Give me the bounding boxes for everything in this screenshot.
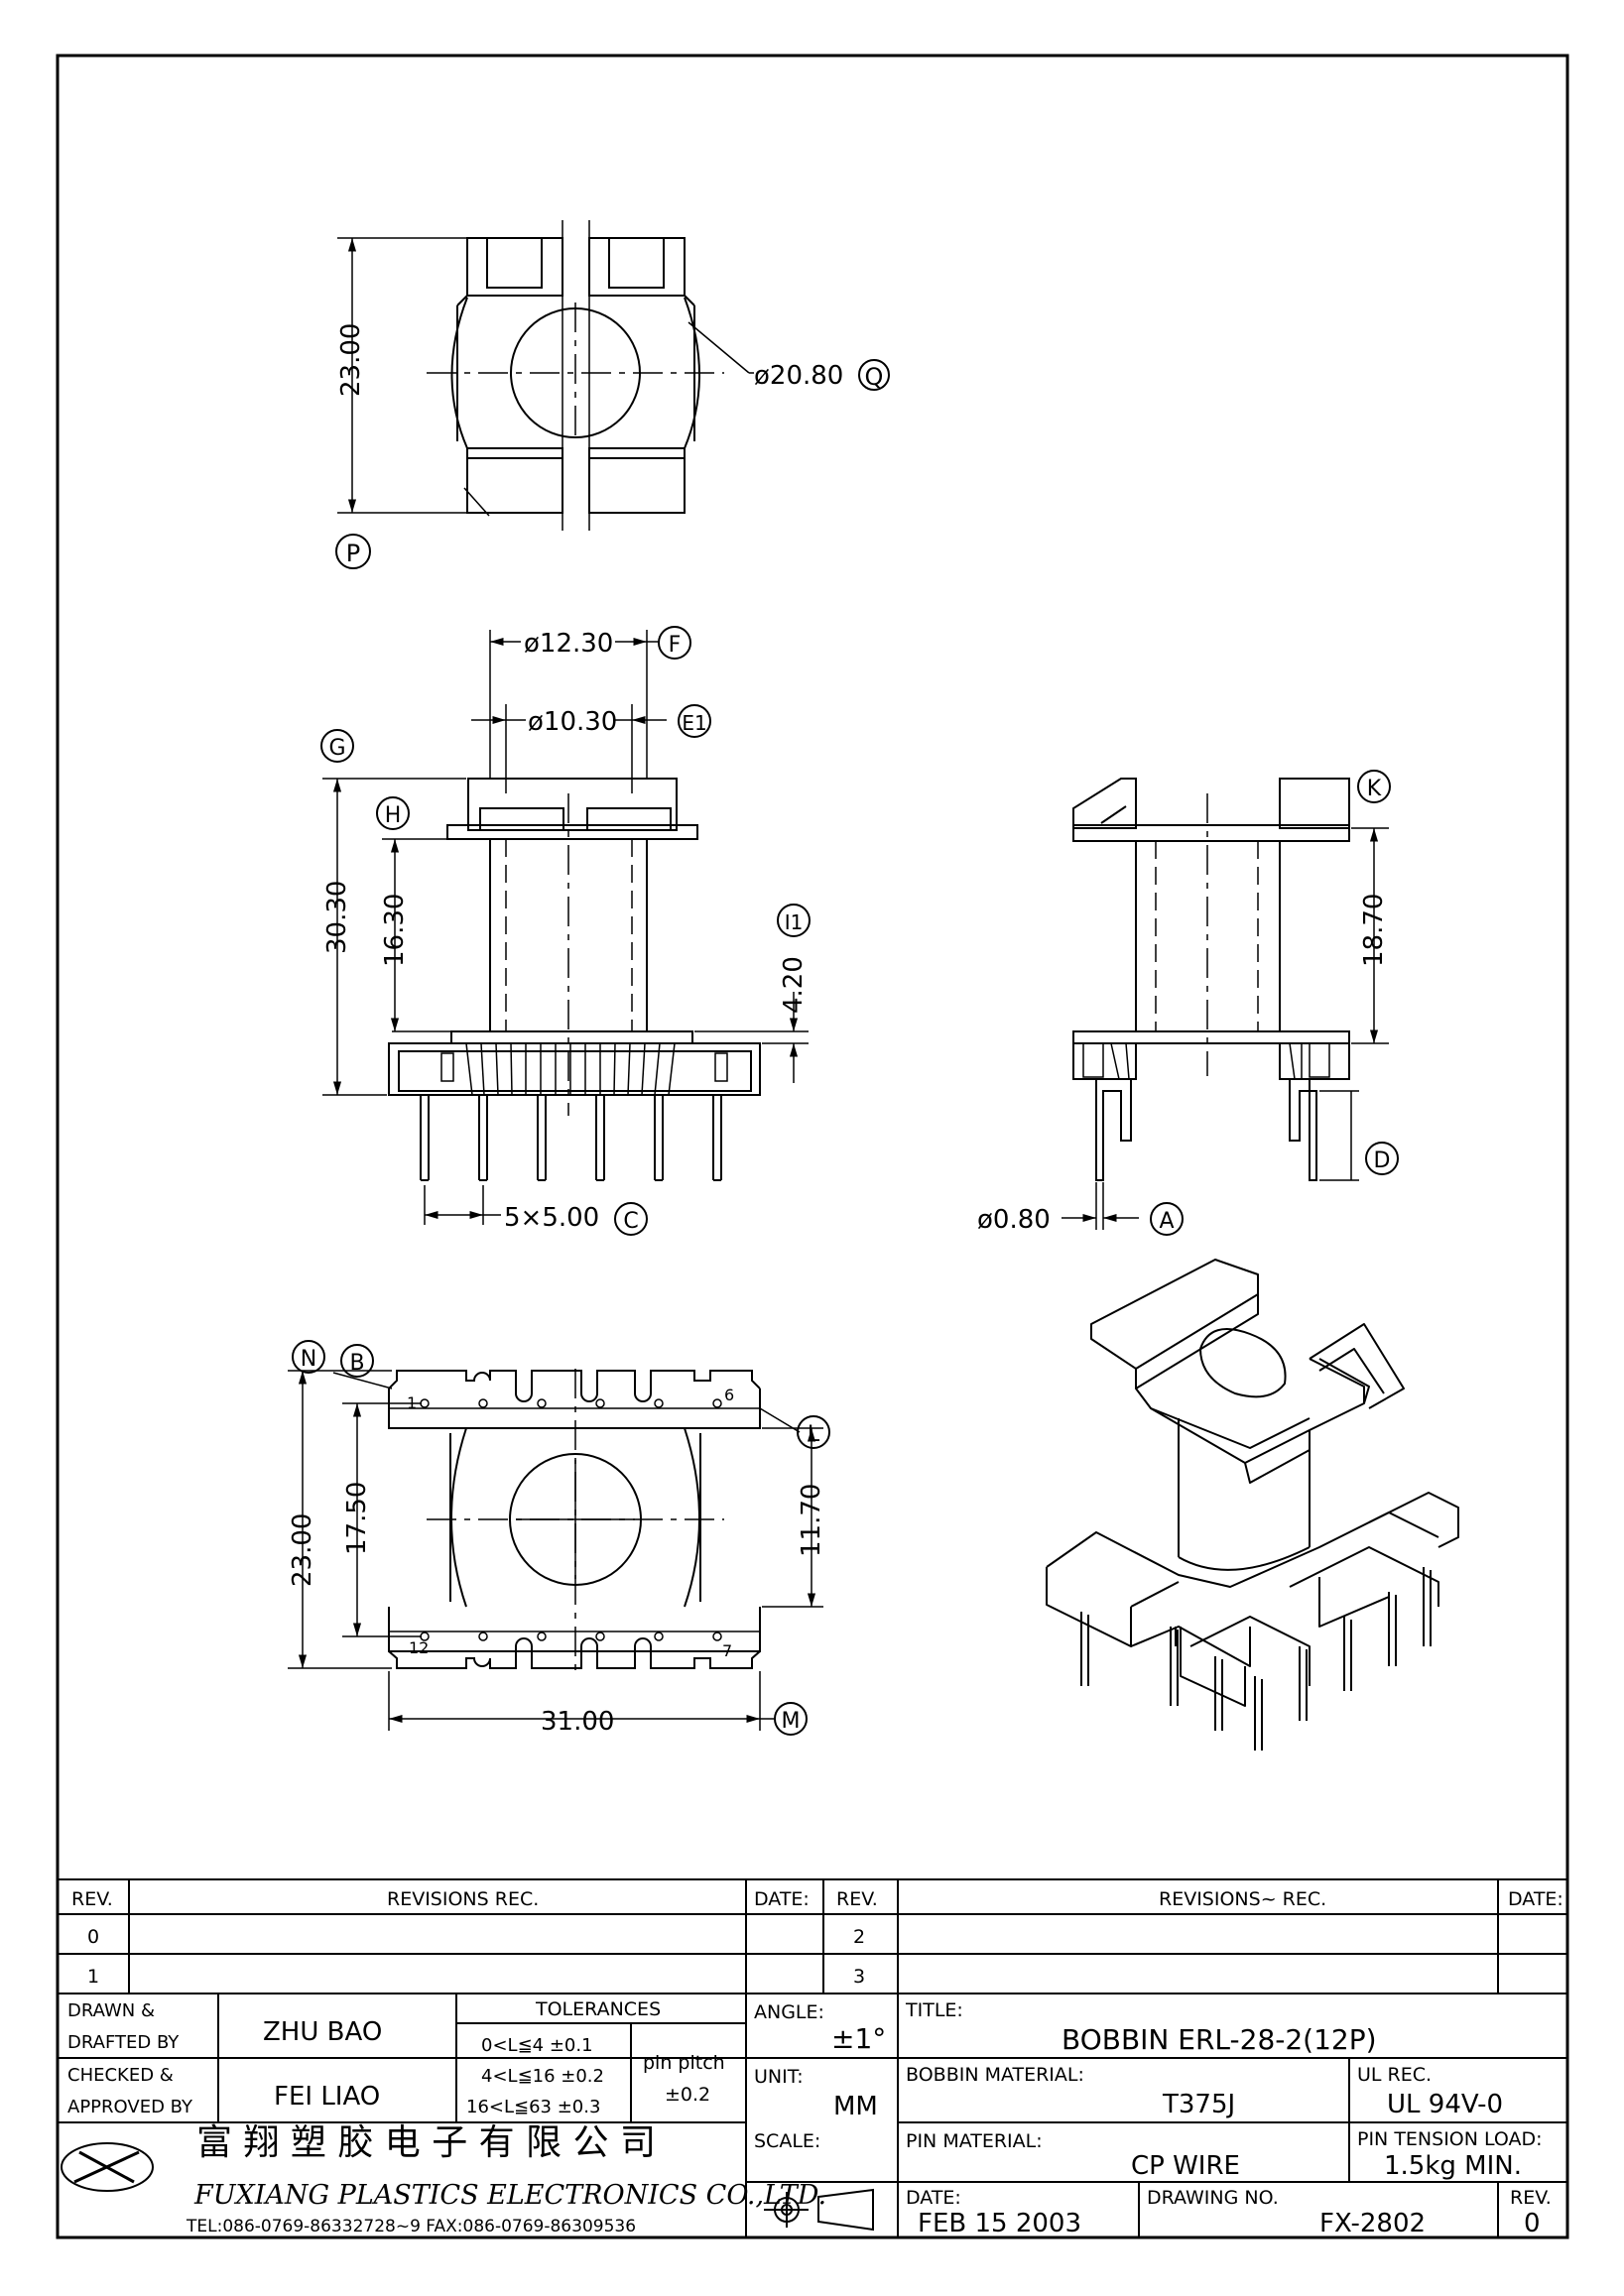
date-header: DATE: <box>754 1888 810 1910</box>
callout-g: G <box>328 736 345 761</box>
checked-label-line1: CHECKED & <box>67 2065 174 2086</box>
pin-pitch-label: pin pitch <box>643 2052 725 2074</box>
callout-m: M <box>782 1709 801 1734</box>
ul-rec-label: UL REC. <box>1357 2064 1432 2086</box>
tolerance-row-2: 4<L≦16 ±0.2 <box>481 2066 604 2087</box>
dim-row-spacing: 17.50 <box>342 1482 372 1555</box>
bobbin-material-label: BOBBIN MATERIAL: <box>906 2064 1084 2086</box>
callout-e1: E1 <box>682 711 706 735</box>
pin-tension-value: 1.5kg MIN. <box>1384 2151 1522 2181</box>
drawing-no-value: FX-2802 <box>1319 2209 1426 2238</box>
top-view-diameter-dim: ø20.80 <box>754 361 843 391</box>
dim-total-height: 30.30 <box>322 881 352 954</box>
side-view-height-dim: 18.70 <box>1359 894 1389 967</box>
tolerances-header: TOLERANCES <box>535 1998 661 2020</box>
dim-e1: ø10.30 <box>528 707 617 737</box>
bottom-view <box>288 1340 830 1736</box>
title-value: BOBBIN ERL-28-2(12P) <box>1062 2023 1377 2056</box>
dim-width: 31.00 <box>541 1707 614 1737</box>
callout-f: F <box>669 633 682 658</box>
date-label: DATE: <box>906 2187 961 2209</box>
top-view-height-dim: 23.00 <box>336 323 366 397</box>
drawing-no-label: DRAWING NO. <box>1147 2187 1279 2209</box>
unit-value: MM <box>833 2092 878 2121</box>
drawn-label-line1: DRAWN & <box>67 2000 155 2021</box>
pin-material-value: CP WIRE <box>1131 2151 1240 2181</box>
rev-header: REV. <box>71 1888 113 1910</box>
pin-tension-label: PIN TENSION LOAD: <box>1357 2128 1543 2150</box>
ul-rec-value: UL 94V-0 <box>1387 2090 1503 2119</box>
callout-n: N <box>301 1347 316 1372</box>
callout-i1: I1 <box>785 910 804 934</box>
bobbin-material-value: T375J <box>1162 2090 1235 2119</box>
side-view <box>1062 770 1399 1236</box>
pin-material-label: PIN MATERIAL: <box>906 2130 1043 2152</box>
date-value: FEB 15 2003 <box>918 2209 1081 2238</box>
date-header-2: DATE: <box>1508 1888 1563 1910</box>
top-view <box>335 220 890 569</box>
company-name-chinese: 富 翔 塑 胶 电 子 有 限 公 司 <box>196 2122 656 2163</box>
dim-f: ø12.30 <box>524 629 613 659</box>
title-block-lines <box>58 1878 1567 2237</box>
pin-number-1: 1 <box>407 1393 417 1412</box>
callout-a: A <box>1159 1209 1174 1234</box>
rev-value: 0 <box>1524 2209 1541 2238</box>
tolerance-row-1: 0<L≦4 ±0.1 <box>481 2035 593 2056</box>
isometric-view <box>1046 1259 1459 1751</box>
callout-q: Q <box>865 363 884 391</box>
dim-base-height: 4.20 <box>779 956 809 1014</box>
title-label: TITLE: <box>905 1999 963 2021</box>
drawn-label-line2: DRAFTED BY <box>67 2032 180 2053</box>
pin-number-7: 7 <box>722 1641 732 1660</box>
scale-label: SCALE: <box>754 2130 820 2152</box>
callout-l: L <box>808 1422 820 1447</box>
dim-inner: 11.70 <box>797 1484 826 1557</box>
callout-h: H <box>385 803 402 828</box>
dim-pitch: 5×5.00 <box>504 1203 599 1233</box>
callout-c: C <box>623 1209 638 1234</box>
tolerance-row-3: 16<L≦63 ±0.3 <box>466 2097 600 2117</box>
pin-number-12: 12 <box>409 1638 429 1657</box>
callout-k: K <box>1367 777 1382 801</box>
angle-value: ±1° <box>831 2022 886 2055</box>
callout-b: B <box>349 1351 364 1376</box>
rev-row-0: 0 <box>87 1926 99 1948</box>
company-name-english: FUXIANG PLASTICS ELECTRONICS CO.,LTD. <box>193 2180 826 2211</box>
revisions-header: REVISIONS REC. <box>387 1888 539 1910</box>
dim-pin-diameter: ø0.80 <box>977 1205 1051 1235</box>
dim-winding-height: 16.30 <box>380 894 410 967</box>
pin-pitch-value: ±0.2 <box>665 2084 710 2106</box>
callout-d: D <box>1374 1148 1391 1173</box>
callout-p: P <box>346 540 360 567</box>
angle-label: ANGLE: <box>754 2001 824 2023</box>
rev-header-2: REV. <box>836 1888 878 1910</box>
sheet-border <box>56 54 1569 2239</box>
rev-row-1: 1 <box>87 1966 99 1988</box>
pin-number-6: 6 <box>724 1386 734 1404</box>
company-contact: TEL:086-0769-86332728~9 FAX:086-0769-863… <box>186 2217 636 2236</box>
rev-row-2: 2 <box>853 1926 865 1948</box>
checked-by-value: FEI LIAO <box>274 2082 380 2112</box>
checked-label-line2: APPROVED BY <box>67 2097 193 2117</box>
front-view <box>320 626 811 1236</box>
drawn-by-value: ZHU BAO <box>263 2017 382 2047</box>
bottom-view-height-dim: 23.00 <box>288 1513 317 1587</box>
unit-label: UNIT: <box>754 2066 804 2088</box>
rev-label: REV. <box>1510 2187 1552 2209</box>
revisions-header-2: REVISIONS~ REC. <box>1159 1888 1326 1910</box>
rev-row-3: 3 <box>853 1966 865 1988</box>
